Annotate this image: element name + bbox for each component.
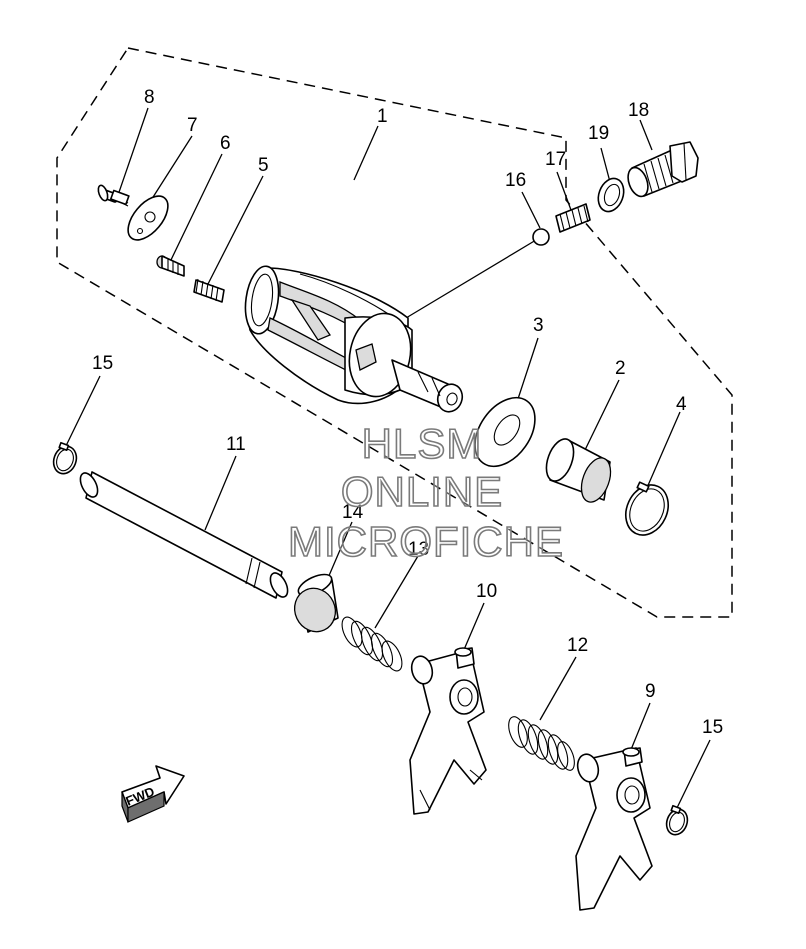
callout-10: 10: [476, 581, 497, 602]
callout-labels: 1 2 3 4 5 6 7 8 9 10 11 12 13 14 15 15 1…: [92, 87, 723, 738]
callout-19: 19: [588, 123, 609, 144]
callout-16: 16: [505, 170, 526, 191]
part-16-ball: [532, 228, 550, 246]
part-18-bolt: [627, 141, 699, 198]
callout-3: 3: [533, 315, 544, 336]
callout-8: 8: [144, 87, 155, 108]
assembly-boundary: [56, 47, 733, 618]
part-14-collar: [293, 573, 339, 633]
part-15-circlip-right: [665, 804, 689, 836]
part-8-screw: [97, 184, 130, 207]
callout-1: 1: [377, 106, 388, 127]
callout-7: 7: [187, 115, 198, 136]
callout-11: 11: [226, 434, 246, 455]
callout-9: 9: [645, 681, 656, 702]
part-12-spring: [508, 716, 575, 771]
callout-4: 4: [676, 394, 687, 415]
callout-13: 13: [408, 539, 429, 560]
part-13-spring: [341, 616, 403, 672]
part-11-shaft: [79, 471, 289, 599]
callout-6: 6: [220, 133, 231, 154]
fwd-arrow-icon: FWD: [121, 765, 185, 823]
callout-18: 18: [628, 100, 649, 121]
leader-lines: [63, 107, 711, 813]
part-3-washer: [474, 396, 536, 468]
part-9-shift-fork: [575, 747, 653, 911]
part-1-shift-drum: [244, 265, 464, 413]
callout-2: 2: [615, 358, 626, 379]
watermark-line-2: ONLINE: [341, 468, 503, 515]
callout-12: 12: [567, 635, 588, 656]
callout-5: 5: [258, 155, 269, 176]
callout-15-left: 15: [92, 353, 113, 374]
watermark: HLSM ONLINE MICROFICHE: [287, 419, 564, 566]
part-10-shift-fork: [409, 647, 487, 815]
part-4-circlip: [625, 481, 669, 536]
part-7-plate: [127, 195, 169, 241]
callout-17: 17: [545, 149, 566, 170]
part-6-pin: [156, 255, 185, 277]
part-2-collar: [545, 438, 612, 503]
watermark-line-3: MICROFICHE: [288, 518, 564, 565]
part-15-circlip-left: [52, 441, 78, 475]
callout-14: 14: [342, 502, 364, 523]
callout-15-right: 15: [702, 717, 723, 738]
part-5-spring: [193, 278, 225, 303]
watermark-line-1: HLSM: [362, 420, 483, 467]
part-19-washer: [597, 177, 625, 213]
part-17-spring: [555, 203, 591, 233]
